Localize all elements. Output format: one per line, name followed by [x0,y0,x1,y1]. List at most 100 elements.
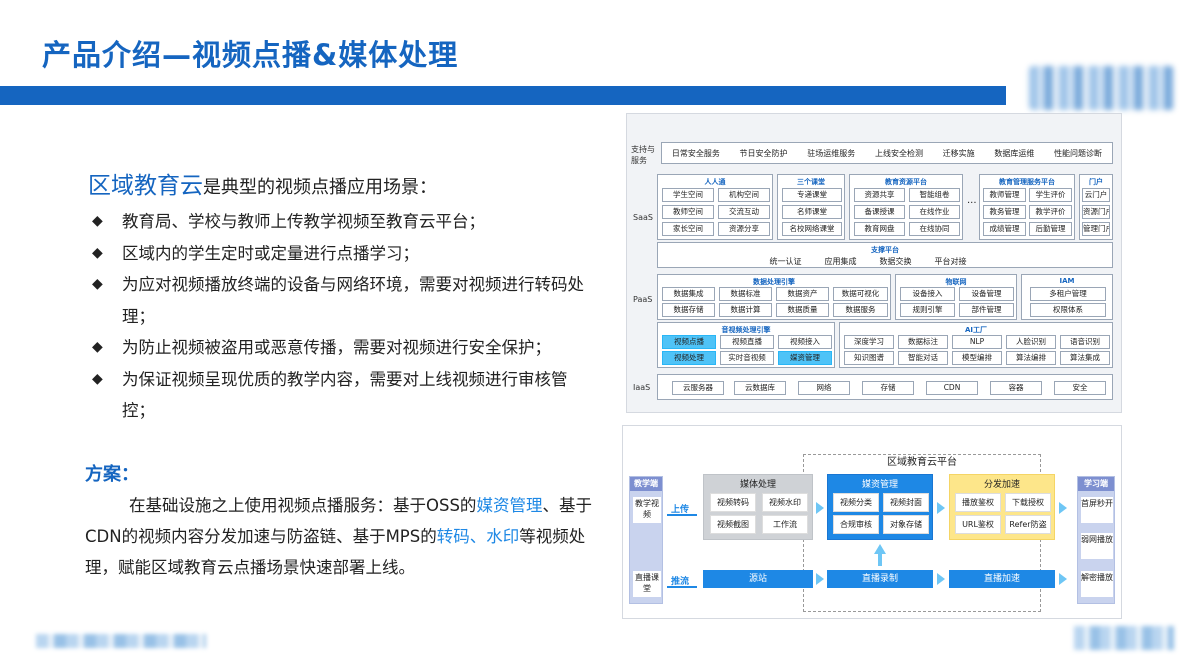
panel-title: 支撑平台 [871,246,899,254]
panel-title: 人人通 [704,178,726,186]
saas-chip: 资源共享 [854,188,905,202]
teaching-side-column: 教学端 教学视频 直播课堂 [629,476,663,604]
live-class-item: 直播课堂 [633,571,661,597]
arrow-right-icon [816,502,824,514]
paas-panel-av-engine: 音视频处理引擎 视频点播 视频直播 视频接入 视频处理 实时音视频 媒资管理 [657,322,835,368]
asset-chip: 视频分类 [833,493,879,512]
list-item: 为防止视频被盗用或恶意传播，需要对视频进行安全保护； [92,332,592,364]
weak-network-item: 弱网播放 [1081,533,1113,559]
blurred-footer-right [1074,626,1174,650]
support-item: 数据库运维 [994,148,1035,158]
paas-chip: 算法编排 [1006,351,1056,365]
saas-chip: 专递课堂 [782,188,842,202]
paas-chip: 权限体系 [1030,303,1106,317]
support-item: 上线安全检测 [874,148,923,158]
dist-chip: 播放鉴权 [955,493,1001,512]
decrypt-play-item: 解密播放 [1081,571,1113,597]
arrow-right-icon [1059,502,1067,514]
iaas-chip: 安全 [1054,381,1106,395]
saas-chip: 机构空间 [718,188,770,202]
support-item: 迁移实施 [942,148,975,158]
plan-label: 方案： [85,464,139,485]
slide-title: 产品介绍—视频点播&媒体处理 [42,38,459,72]
panel-title: AI工厂 [964,326,988,334]
teaching-video-item: 教学视频 [633,497,661,523]
paas-chip: 部件管理 [959,303,1014,317]
paas-chip: 数据计算 [719,303,772,317]
paas-chip: 数据集成 [662,287,715,301]
plan-paragraph: 在基础设施之上使用视频点播服务：基于OSS的媒资管理、基于CDN的视频内容分发加… [85,490,605,583]
saas-chip: 智能组卷 [909,188,960,202]
saas-chip: 教师空间 [662,205,714,219]
transcode-watermark-link[interactable]: 转码、水印 [436,527,520,546]
paas-panel-data-engine: 数据处理引擎 数据集成 数据标准 数据资产 数据可视化 数据存储 数据计算 数据… [657,274,891,320]
support-platform-panel: 支撑平台 统一认证 应用集成 数据交换 平台对接 [657,242,1113,268]
support-platform-item: 数据交换 [879,256,912,266]
panel-title: 教育资源平台 [885,178,927,186]
list-item: 区域内的学生定时或定量进行点播学习； [92,238,592,270]
iaas-chip: 云数据库 [734,381,786,395]
iaas-chip: 容器 [990,381,1042,395]
paas-chip: 设备管理 [959,287,1014,301]
paas-chip: 算法集成 [1060,351,1110,365]
panel-title: 物联网 [945,278,967,286]
arrow-up-icon [874,544,886,554]
saas-chip: 备课授课 [854,205,905,219]
saas-panel-resource-platform: 教育资源平台 资源共享 智能组卷 备课授课 在线作业 教育网盘 在线协同 [849,174,963,240]
media-chip: 视频转码 [710,493,756,512]
paas-chip: 数据存储 [662,303,715,317]
asset-management-link[interactable]: 媒资管理 [476,496,543,515]
paas-chip: 数据可视化 [833,287,888,301]
saas-chip: 后勤管理 [1029,222,1072,236]
list-item: 为保证视频呈现优质的教学内容，需要对上线视频进行审核管控； [92,364,592,427]
ellipsis: ··· [967,198,977,209]
saas-chip: 名师课堂 [782,205,842,219]
support-item: 日常安全服务 [671,148,720,158]
learning-side-column: 学习端 首屏秒开 弱网播放 解密播放 [1077,476,1115,604]
distribution-group: 分发加速 播放鉴权 下载授权 URL鉴权 Refer防盗 [949,474,1055,540]
architecture-diagram: 支持与服务 日常安全服务 节日安全防护 驻场运维服务 上线安全检测 迁移实施 数… [626,113,1122,413]
plan-text: 在基础设施之上使用视频点播服务：基于OSS的 [129,496,477,515]
saas-panel-edu-management: 教育管理服务平台 教师管理 学生评价 教务管理 教学评价 成绩管理 后勤管理 [979,174,1075,240]
upload-label: 上传 [671,505,690,515]
saas-chip: 云门户 [1082,188,1110,202]
arrow-right-icon [937,573,945,585]
dist-chip: Refer防盗 [1005,515,1051,534]
platform-diagram: 区域教育云平台 教学端 教学视频 直播课堂 上传 推流 媒体处理 视频转码 视频… [622,425,1122,619]
support-item: 驻场运维服务 [807,148,856,158]
row-label-iaas: IaaS [633,383,651,392]
arrow-up-stem [878,554,882,566]
paas-chip: 设备接入 [900,287,955,301]
platform-title: 区域教育云平台 [887,457,957,468]
saas-chip: 在线作业 [909,205,960,219]
paas-chip: 视频接入 [778,335,832,349]
iaas-chip: 云服务器 [672,381,724,395]
dist-chip: URL鉴权 [955,515,1001,534]
iaas-chip: 存储 [862,381,914,395]
teaching-side-head: 教学端 [630,477,662,491]
paas-chip: 知识图谱 [844,351,894,365]
support-item: 性能问题诊断 [1054,148,1103,158]
panel-title: 三个课堂 [797,178,825,186]
row-label-saas: SaaS [633,213,653,222]
panel-title: 教育管理服务平台 [999,178,1055,186]
paas-panel-ai-factory: AI工厂 深度学习 数据标注 NLP 人脸识别 语音识别 知识图谱 智能对话 模… [839,322,1113,368]
paas-chip: 规则引擎 [900,303,955,317]
support-platform-item: 应用集成 [824,256,857,266]
saas-chip: 资源门户 [1082,205,1110,219]
live-recording-bar: 直播录制 [827,570,933,588]
push-line [667,586,697,588]
support-platform-item: 平台对接 [934,256,967,266]
media-chip: 视频水印 [762,493,808,512]
panel-title: 门户 [1089,178,1103,186]
paas-chip: 数据资产 [776,287,829,301]
iaas-chip: CDN [926,381,978,395]
arrow-right-icon [937,502,945,514]
arrow-right-icon [816,573,824,585]
asset-chip: 对象存储 [883,515,929,534]
paas-chip: 数据服务 [833,303,888,317]
origin-station-bar: 源站 [703,570,813,588]
saas-panel-renrentong: 人人通 学生空间 机构空间 教师空间 交流互动 家长空间 资源分享 [657,174,773,240]
paas-chip: NLP [952,335,1002,349]
panel-title: 音视频处理引擎 [721,326,771,334]
